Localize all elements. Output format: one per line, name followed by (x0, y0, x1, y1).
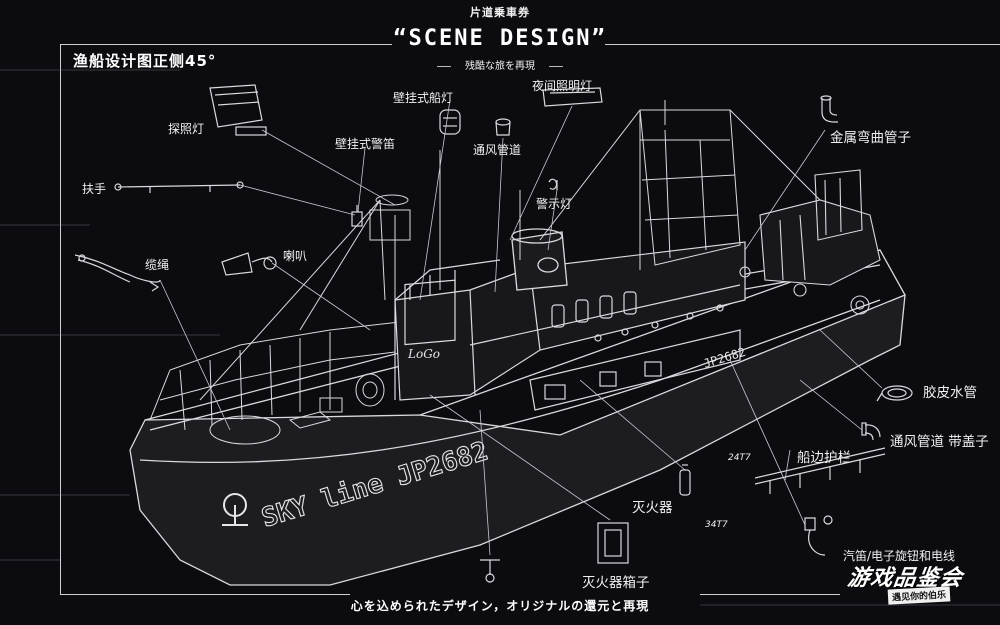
logo-text: LoGo (407, 347, 440, 361)
label-warning-light: 警示灯 (536, 197, 573, 211)
bow-deck-gear (149, 321, 401, 445)
brand-logo: 游戏品鉴会 遇见你的伯乐 (846, 560, 978, 608)
label-searchlight: 探照灯 (168, 122, 205, 136)
header-subtitle: 残酷な旅を再現 (465, 61, 535, 72)
night-light-icon (542, 87, 603, 107)
frame-top-left (60, 44, 392, 45)
label-horn: 喇叭 (283, 249, 308, 263)
header-subtitle-row: 残酷な旅を再現 (0, 57, 1000, 72)
label-side-guardrail: 船边护栏 (797, 450, 851, 466)
part-icons (74, 84, 913, 583)
glitch-streaks (0, 69, 1000, 606)
frame-left (60, 44, 61, 594)
frame-bottom-left (60, 594, 350, 595)
page-title: 渔船设计图正侧45° (73, 52, 217, 70)
label-cable-rope: 缆绳 (145, 258, 170, 272)
warning-light-icon (548, 178, 558, 190)
leader-lines (159, 99, 883, 556)
funnel (511, 228, 568, 291)
label-wall-siren: 壁挂式警笛 (335, 137, 396, 151)
capped-vent-icon (861, 422, 881, 441)
extinguisher-box-icon (597, 522, 629, 564)
label-wall-lamp: 壁挂式船灯 (393, 91, 454, 105)
header-title: “SCENE DESIGN” (393, 26, 607, 51)
horn-icon (221, 252, 277, 276)
frame-bottom-right (700, 594, 840, 595)
whistle-icon (804, 515, 833, 556)
sketch-note: 24T7 (728, 453, 751, 463)
label-vent-pipe: 通风管道 (473, 143, 522, 157)
brand-tagline: 遇见你的伯乐 (887, 586, 951, 605)
guardrail-icon (754, 447, 886, 494)
sketch-note: 34T7 (705, 520, 728, 530)
footer-caption: 心を込められたデザイン，オリジナルの還元と再現 (350, 599, 650, 613)
frame-top-right (605, 44, 1000, 45)
label-fire-extinguisher: 灭火器 (632, 500, 673, 516)
label-metal-bent-pipe: 金属弯曲管子 (830, 130, 911, 146)
anchor-emblem (222, 493, 248, 526)
bent-pipe-icon (820, 95, 838, 123)
handrail-icon (114, 181, 244, 193)
label-extinguisher-box: 灭火器箱子 (582, 575, 650, 591)
searchlight-icon (209, 84, 267, 136)
hose-icon (876, 385, 913, 402)
wall-lamp-icon (439, 109, 461, 135)
superstructure (394, 241, 746, 411)
stern-structure (739, 169, 881, 315)
valve-icon (480, 559, 500, 583)
label-rubber-hose: 胶皮水管 (923, 385, 977, 401)
portholes (551, 291, 724, 342)
divider-dash (437, 65, 451, 67)
siren-icon (351, 205, 363, 227)
vent-pipe-icon (495, 118, 511, 136)
label-vent-pipe-capped: 通风管道 带盖子 (890, 434, 989, 450)
label-whistle: 汽笛/电子旋钮和电线 (843, 549, 956, 563)
label-handrail: 扶手 (82, 182, 107, 196)
divider-dash (549, 65, 563, 67)
masts-rigging (199, 100, 821, 401)
ticket-text: 片道乗車券 (470, 6, 530, 19)
rope-icon (74, 254, 161, 292)
label-night-light: 夜间照明灯 (532, 79, 593, 93)
